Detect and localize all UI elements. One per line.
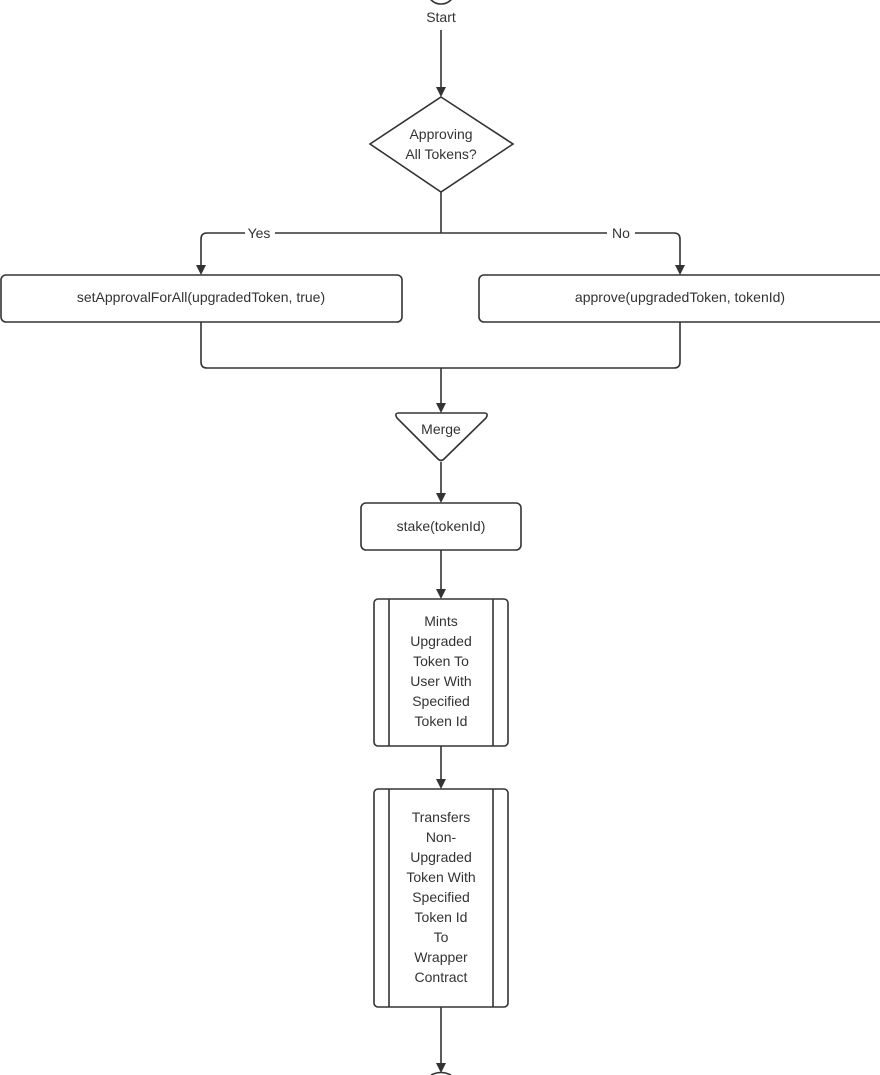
transfer-lines-line: Non- [426,829,457,845]
decision-label-line1: Approving [409,126,472,142]
start-label: Start [426,9,456,25]
arrowhead-transfer [436,779,446,789]
yes-label: Yes [248,225,271,241]
mint-lines-line: Specified [412,693,470,709]
transfer-lines-line: Token With [406,869,475,885]
arrowhead-no [675,265,685,275]
connector-no-branch [441,232,681,268]
transfer-lines-line: Contract [415,969,468,985]
stake-label: stake(tokenId) [397,518,486,534]
arrowhead-yes [196,265,206,275]
arrowhead-merge [436,403,446,413]
connector-merge-join [200,322,681,369]
merge-label: Merge [421,421,461,437]
set-approval-for-all-label: setApprovalForAll(upgradedToken, true) [77,289,325,305]
connector-yes-branch [200,232,441,268]
process-approve [478,274,880,323]
next-node-partial [430,1071,452,1075]
transfer-lines-line: Specified [412,889,470,905]
no-label: No [612,225,630,241]
arrowhead-decision [436,87,446,97]
arrowhead-next [436,1063,446,1073]
transfer-lines-line: Transfers [412,809,471,825]
transfer-lines-line: Wrapper [414,949,468,965]
mint-lines-line: User With [410,673,471,689]
start-node [430,0,452,5]
transfer-lines-line: Token Id [415,909,468,925]
mint-lines-line: Token Id [415,713,468,729]
decision-label-line2: All Tokens? [405,146,477,162]
mint-lines-line: Token To [413,653,469,669]
no-label-bg [607,224,635,242]
merge-node [395,412,488,462]
mint-lines-line: Mints [424,613,457,629]
transfer-lines-line: Upgraded [410,849,472,865]
yes-label-bg [245,224,275,242]
arrowhead-mint [436,589,446,599]
transfer-lines-line: To [434,929,449,945]
arrowhead-stake [436,493,446,503]
approve-label: approve(upgradedToken, tokenId) [575,289,785,305]
mint-lines-line: Upgraded [410,633,472,649]
decision-approving-all-tokens [368,96,515,193]
